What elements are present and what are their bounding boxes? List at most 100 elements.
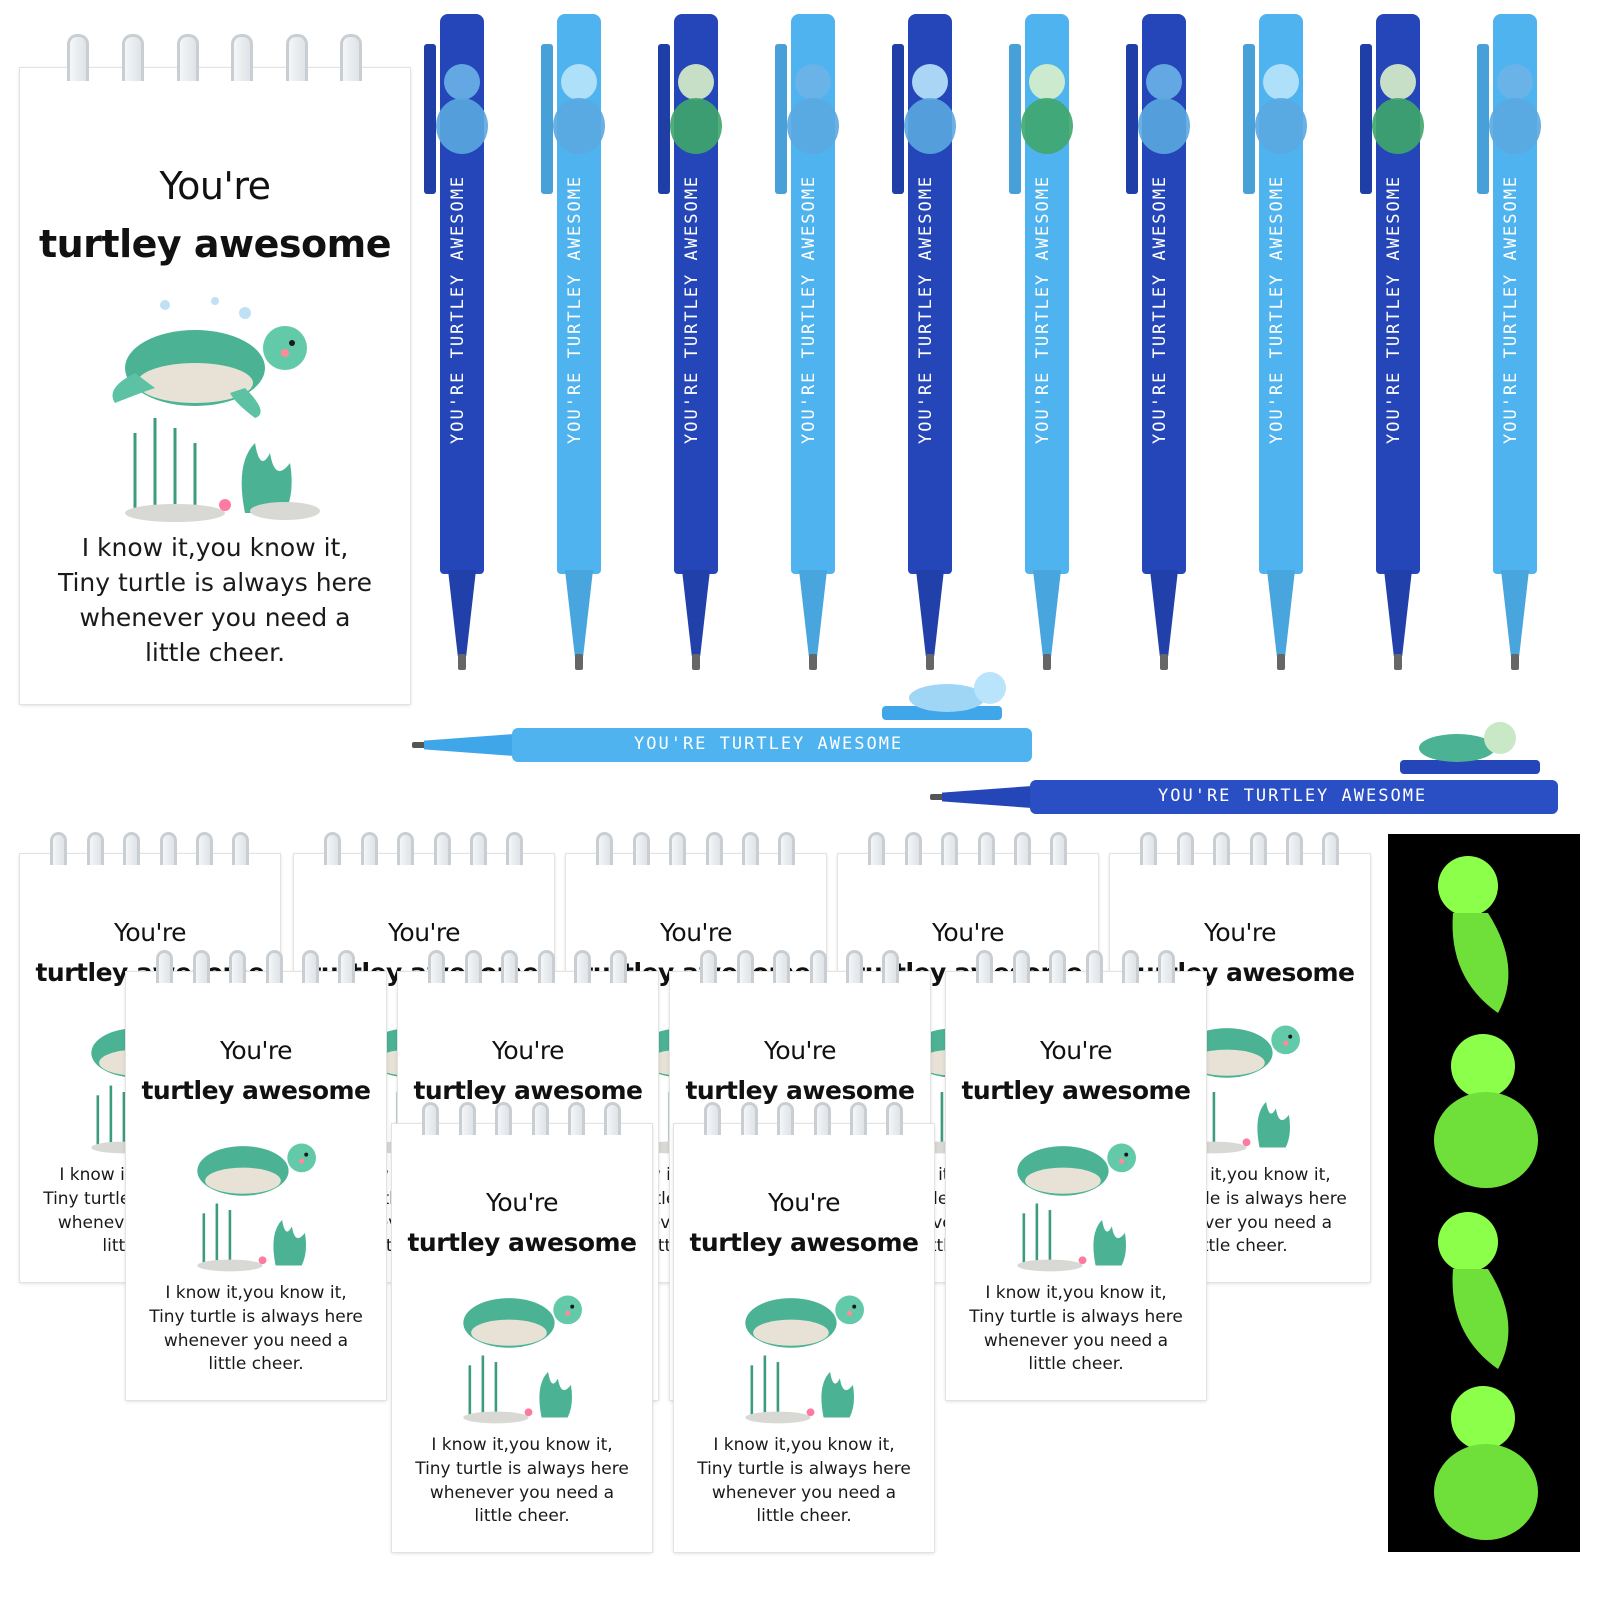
- pen-imprint: YOU'RE TURTLEY AWESOME: [448, 174, 468, 444]
- pen-tip: [448, 570, 476, 656]
- pen-clip: [1009, 44, 1021, 194]
- pad-title-line1: You're: [113, 918, 187, 947]
- pen-imprint: YOU'RE TURTLEY AWESOME: [1033, 174, 1053, 444]
- pad-title-line1: You're: [659, 918, 733, 947]
- pen-clip: [1243, 44, 1255, 194]
- glow-turtle-icon: [1434, 1386, 1538, 1540]
- pen-vertical: YOU'RE TURTLEY AWESOME: [424, 14, 490, 670]
- pen-vertical: YOU'RE TURTLEY AWESOME: [1126, 14, 1192, 670]
- pen-imprint: YOU'RE TURTLEY AWESOME: [682, 174, 702, 444]
- pen-vertical: YOU'RE TURTLEY AWESOME: [1009, 14, 1075, 670]
- turtle-charm-icon: [1489, 64, 1541, 154]
- spiral-binding: [838, 832, 1098, 865]
- spiral-binding: [126, 950, 386, 983]
- pad-title-line1: You're: [485, 1188, 559, 1217]
- pen-clip: [892, 44, 904, 194]
- pad-title-line1: You're: [387, 918, 461, 947]
- sea-turtle-illustration: [1017, 1143, 1136, 1272]
- pen-tip: [1267, 570, 1295, 656]
- turtle-charm-icon: [904, 64, 956, 154]
- pen-imprint: YOU'RE TURTLEY AWESOME: [1267, 174, 1287, 444]
- pad-title-line2: turtley awesome: [413, 1076, 643, 1105]
- pad-title-line2: turtley awesome: [685, 1076, 915, 1105]
- spiral-binding: [392, 1102, 652, 1135]
- sea-turtle-illustration: [112, 297, 320, 522]
- turtle-charm-icon: [1372, 64, 1424, 154]
- pen-clip: [1477, 44, 1489, 194]
- spiral-binding: [20, 34, 410, 81]
- turtle-charm-icon: [670, 64, 722, 154]
- pen-vertical: YOU'RE TURTLEY AWESOME: [1360, 14, 1426, 670]
- pen-clip: [541, 44, 553, 194]
- notepad-large: You're turtley awesome I know it,you kno…: [20, 34, 410, 704]
- pen-tip: [682, 570, 710, 656]
- pen-clip: [658, 44, 670, 194]
- pen-imprint: YOU'RE TURTLEY AWESOME: [1150, 174, 1170, 444]
- pad-title-line2: turtley awesome: [961, 1076, 1191, 1105]
- pen-imprint: YOU'RE TURTLEY AWESOME: [1158, 786, 1428, 806]
- spiral-binding: [20, 832, 280, 865]
- pen-point: [575, 654, 583, 670]
- turtle-clip-icon: [909, 672, 1006, 712]
- glow-turtle-icon: [1438, 856, 1509, 1013]
- pen-tip: [1384, 570, 1412, 656]
- pen-point: [1160, 654, 1168, 670]
- pen-tip: [1501, 570, 1529, 656]
- turtle-charm-icon: [553, 64, 605, 154]
- pen-tip: [1033, 570, 1061, 656]
- pen-point: [1277, 654, 1285, 670]
- pad-title-line2: turtley awesome: [689, 1228, 919, 1257]
- pen-point: [809, 654, 817, 670]
- pad-title-line1: You're: [159, 164, 271, 208]
- notepad-small: You're turtley awesome I know it,you know …: [674, 1102, 934, 1552]
- pen-point: [1394, 654, 1402, 670]
- pen-clip: [1126, 44, 1138, 194]
- pen-imprint: YOU'RE TURTLEY AWESOME: [799, 174, 819, 444]
- pen-point: [1511, 654, 1519, 670]
- pen-vertical: YOU'RE TURTLEY AWESOME: [1477, 14, 1543, 670]
- pad-title-line1: You're: [1039, 1036, 1113, 1065]
- notepad-small: You're turtley awesome I know it,you know …: [126, 950, 386, 1400]
- pen-tip: [916, 570, 944, 656]
- pad-title-line2: turtley awesome: [38, 222, 392, 266]
- pen-vertical: YOU'RE TURTLEY AWESOME: [658, 14, 724, 670]
- pen-tip: [799, 570, 827, 656]
- pen-point: [692, 654, 700, 670]
- spiral-binding: [674, 1102, 934, 1135]
- pen-horizontal-dark: YOU'RE TURTLEY AWESOME: [930, 722, 1562, 818]
- spiral-binding: [1110, 832, 1370, 865]
- pen-vertical: YOU'RE TURTLEY AWESOME: [775, 14, 841, 670]
- pad-message: I know it,you know it,Tiny turtle is alw…: [697, 1435, 911, 1527]
- pen-point: [926, 654, 934, 670]
- pad-message: I know it,you know it,Tiny turtle is alw…: [149, 1283, 363, 1375]
- pen-vertical: YOU'RE TURTLEY AWESOME: [892, 14, 958, 670]
- pen-clip: [424, 44, 436, 194]
- sea-turtle-illustration: [197, 1143, 316, 1272]
- turtle-charm-icon: [787, 64, 839, 154]
- pad-title-line2: turtley awesome: [141, 1076, 371, 1105]
- spiral-binding: [566, 832, 826, 865]
- pad-message: I know it,you know it, Tiny turtle is al…: [57, 533, 373, 667]
- pad-title-line1: You're: [491, 1036, 565, 1065]
- glow-turtle-icon: [1434, 1034, 1538, 1188]
- pen-imprint: YOU'RE TURTLEY AWESOME: [634, 734, 904, 754]
- sea-turtle-illustration: [745, 1295, 864, 1424]
- pad-title-line1: You're: [767, 1188, 841, 1217]
- pad-title-line1: You're: [763, 1036, 837, 1065]
- pen-clip: [1360, 44, 1372, 194]
- glow-turtle-icon: [1438, 1212, 1509, 1369]
- pad-message: I know it,you know it,Tiny turtle is alw…: [415, 1435, 629, 1527]
- notepad-small: You're turtley awesome I know it,you know …: [392, 1102, 652, 1552]
- pen-clip: [775, 44, 787, 194]
- turtle-charm-icon: [1255, 64, 1307, 154]
- turtle-charm-icon: [1138, 64, 1190, 154]
- pad-title-line2: turtley awesome: [407, 1228, 637, 1257]
- spiral-binding: [670, 950, 930, 983]
- spiral-binding: [946, 950, 1206, 983]
- pad-title-line1: You're: [219, 1036, 293, 1065]
- sea-turtle-illustration: [463, 1295, 582, 1424]
- turtle-charm-icon: [1021, 64, 1073, 154]
- pen-tip: [1150, 570, 1178, 656]
- spiral-binding: [398, 950, 658, 983]
